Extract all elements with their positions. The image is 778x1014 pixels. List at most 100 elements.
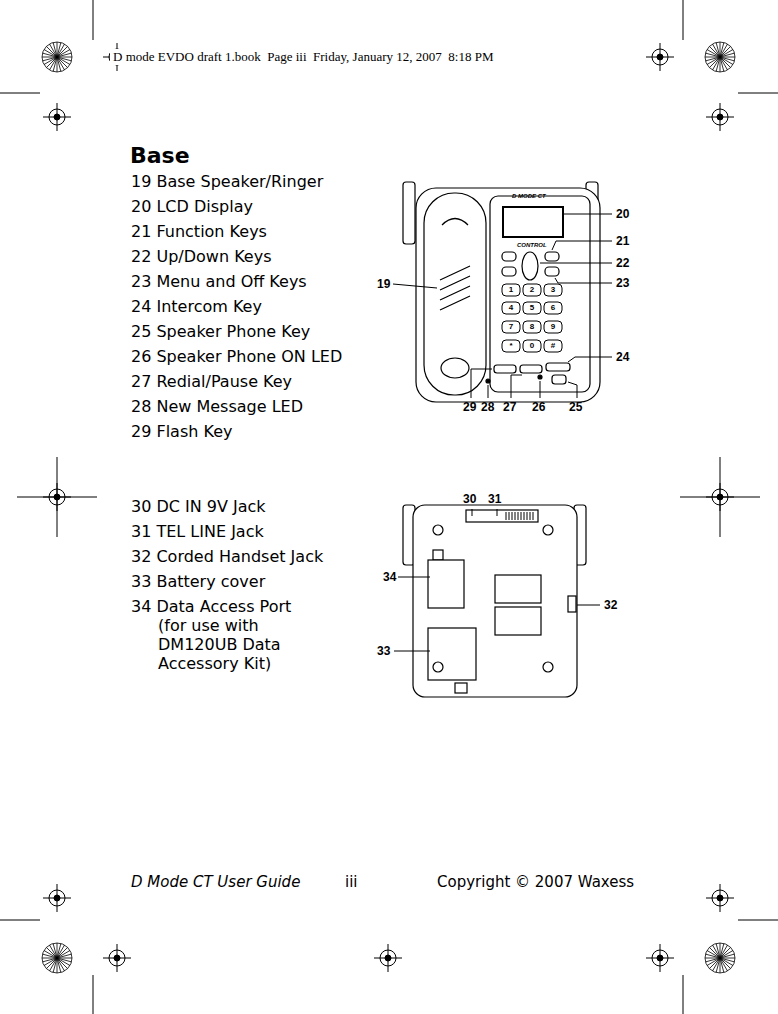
vent-slot: [512, 512, 513, 520]
key-legend: 8: [524, 322, 540, 332]
base-top-view: [403, 182, 600, 402]
vent-slot: [533, 512, 534, 520]
starburst-ring: [42, 42, 72, 72]
starburst-ray: [43, 57, 57, 61]
starburst-ray: [57, 57, 65, 70]
keypad-key: [502, 340, 520, 352]
vent-slots: [506, 512, 533, 520]
key-legend: 4: [503, 303, 519, 313]
keypad-key: [523, 302, 541, 314]
speaker-phone-key: [552, 375, 566, 384]
control-panel: [490, 196, 590, 392]
crosshair-dot: [54, 494, 60, 500]
off-key: [545, 267, 559, 276]
starburst-ray: [43, 958, 57, 962]
part-list-item: 20 LCD Display: [131, 197, 253, 216]
starburst-ray: [57, 958, 65, 971]
mouthpiece: [441, 358, 469, 378]
starburst-ray: [53, 944, 57, 958]
function-key: [545, 252, 559, 261]
foot-pad: [495, 575, 541, 603]
starburst-ray: [57, 53, 71, 57]
starburst-ray: [57, 57, 61, 71]
callout-number: 20: [616, 207, 629, 221]
starburst-ray: [713, 44, 721, 57]
part-list-item: 22 Up/Down Keys: [131, 247, 271, 266]
handset: [424, 193, 486, 395]
starburst-ray: [716, 43, 720, 57]
starburst-ray: [720, 951, 733, 959]
callout-number: 34: [383, 570, 396, 584]
vent-slot: [506, 512, 507, 520]
callout-number: 23: [616, 276, 629, 290]
keypad-key: [544, 340, 562, 352]
starburst-ray: [44, 57, 57, 65]
leader-lines: [393, 214, 612, 398]
screw: [543, 525, 553, 535]
antenna: [403, 182, 415, 244]
vent-slot: [527, 512, 528, 520]
starburst-ray: [706, 958, 720, 962]
part-list-item: 26 Speaker Phone ON LED: [131, 347, 342, 366]
foot-pad: [495, 607, 541, 635]
starburst-marks: [42, 42, 735, 973]
starburst-ring: [705, 943, 735, 973]
crosshair-dot: [114, 955, 120, 961]
battery-cover: [428, 628, 476, 680]
keypad-key: [544, 321, 562, 333]
screw: [433, 662, 443, 672]
key-legend: 5: [524, 303, 540, 313]
crosshair-dot: [54, 114, 60, 120]
page-header: D mode EVDO draft 1.book Page iii Friday…: [110, 49, 496, 65]
crosshair-dot: [717, 895, 723, 901]
part-list-item: 19 Base Speaker/Ringer: [131, 172, 323, 191]
starburst-ray: [57, 50, 70, 58]
starburst-ring: [705, 42, 735, 72]
crosshair-dot: [717, 494, 723, 500]
starburst-ray: [713, 945, 721, 958]
rear-jack-panel: [466, 510, 538, 522]
part-list-item: 25 Speaker Phone Key: [131, 322, 310, 341]
starburst-ray: [707, 57, 720, 65]
speaker-grille: [440, 266, 470, 310]
earpiece: [442, 219, 468, 226]
crosshair-dot: [657, 54, 663, 60]
vent-slot: [515, 512, 516, 520]
crosshair-dot: [717, 114, 723, 120]
vent-slot: [518, 512, 519, 520]
key-legend: 9: [545, 322, 561, 332]
menu-key: [502, 267, 516, 276]
starburst-ray: [707, 958, 720, 966]
panel-text: CONTROL: [517, 242, 547, 249]
function-key: [502, 252, 516, 261]
starburst-ray: [720, 57, 724, 71]
callout-number: 29: [463, 400, 476, 414]
callout-number: 31: [488, 492, 501, 506]
part-list-item: 33 Battery cover: [131, 572, 265, 591]
base-bottom-view: [403, 505, 586, 697]
starburst-ray: [720, 958, 724, 972]
keypad: [502, 284, 562, 352]
key-legend: 0: [524, 341, 540, 351]
handset-jack: [568, 596, 576, 612]
footer-copyright: Copyright © 2007 Waxess: [437, 873, 634, 891]
base-housing: [416, 188, 600, 402]
section-title: Base: [130, 143, 190, 169]
part-list-item: 29 Flash Key: [131, 422, 232, 441]
callout-number: 30: [463, 492, 476, 506]
key-legend: 6: [545, 303, 561, 313]
callout-number: 33: [377, 644, 390, 658]
part-list-item: 32 Corded Handset Jack: [131, 547, 323, 566]
keypad-key: [523, 340, 541, 352]
starburst-ring: [42, 943, 72, 973]
key-legend: #: [545, 341, 561, 351]
callout-number: 21: [616, 234, 629, 248]
starburst-ray: [44, 958, 57, 966]
starburst-ray: [720, 954, 734, 958]
keypad-key: [502, 302, 520, 314]
brand-text: D MODE CT: [512, 193, 546, 200]
callout-number: 26: [532, 400, 545, 414]
keypad-key: [544, 284, 562, 296]
